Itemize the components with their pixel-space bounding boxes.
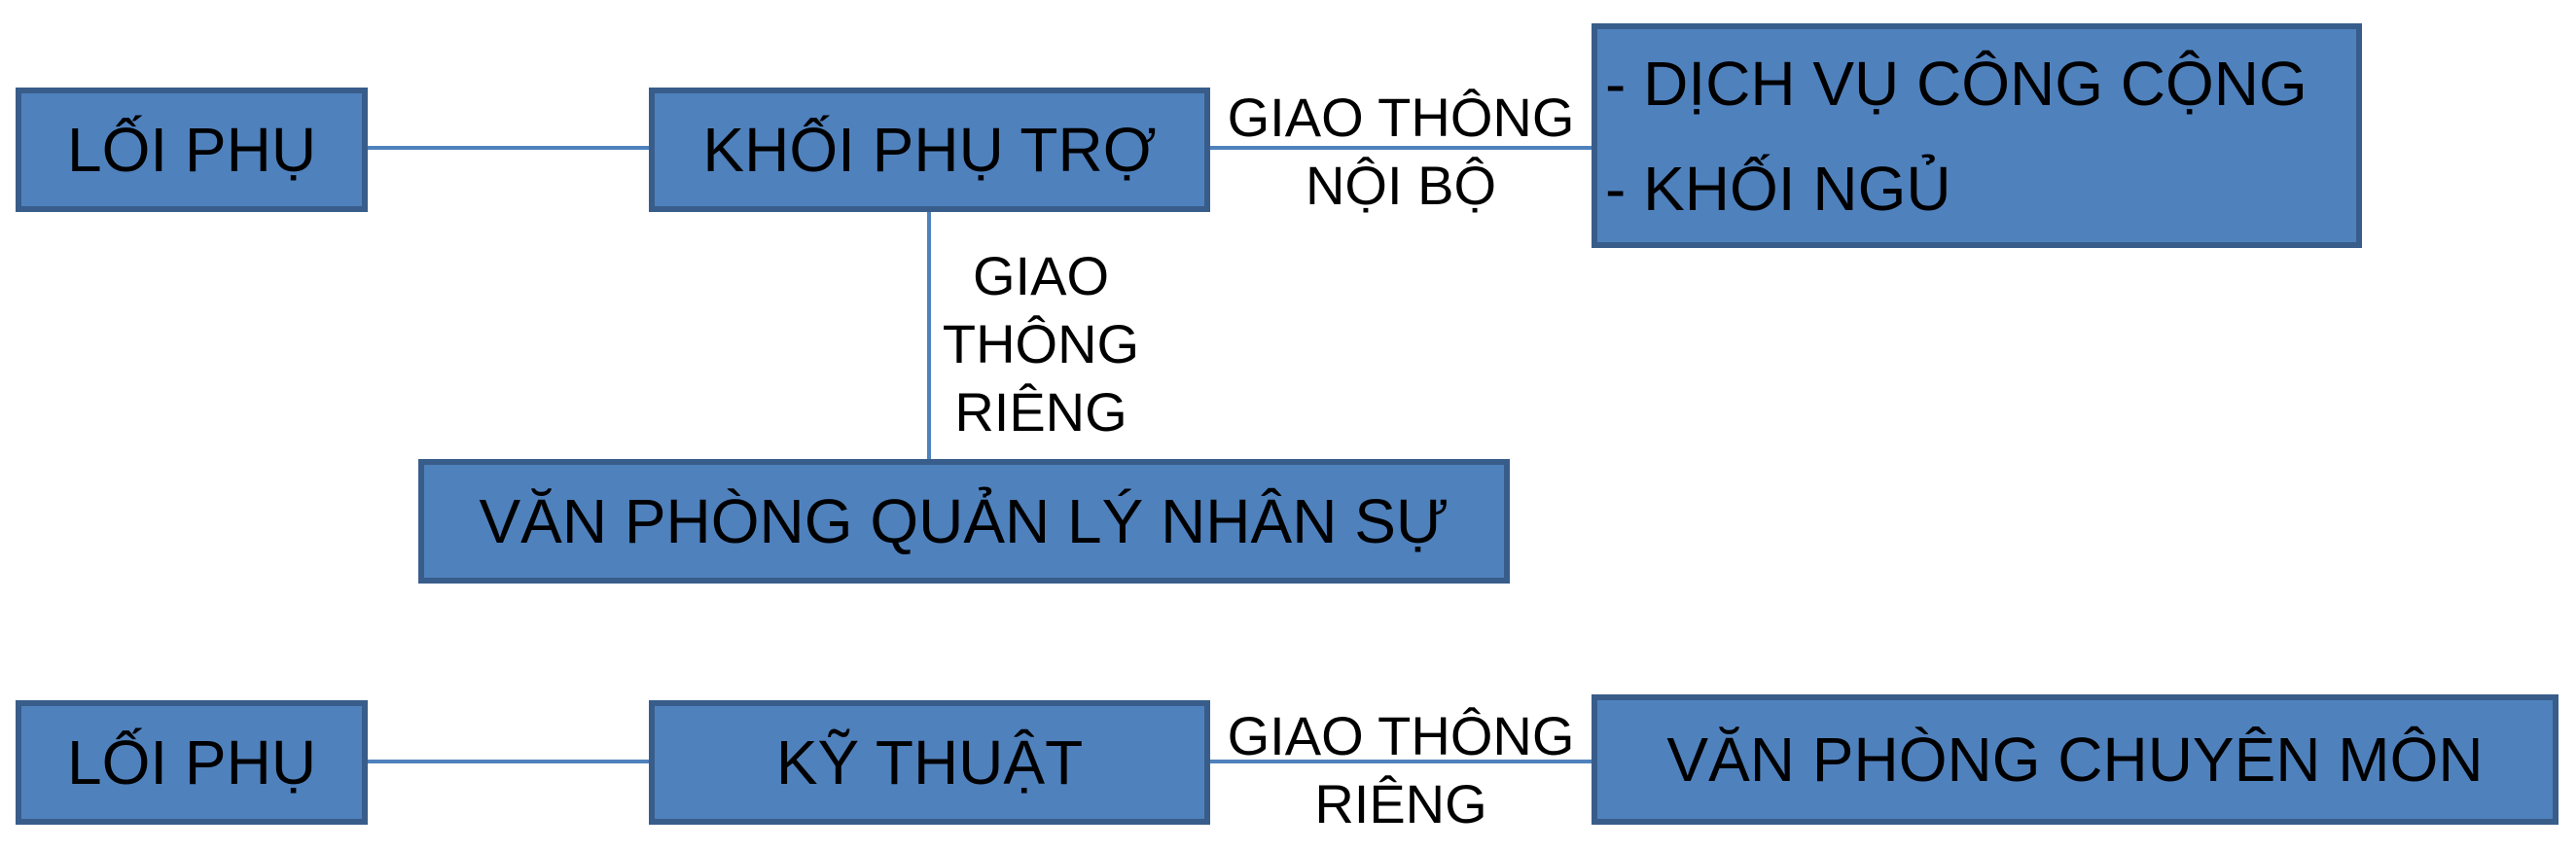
loi-phu-box-bottom: LỐI PHỤ — [16, 700, 368, 825]
private-traffic-label-top: GIAO THÔNG RIÊNG — [914, 242, 1167, 446]
connector-khoi-phu-tro-to-services — [1206, 146, 1595, 150]
loi-phu-label-bottom: LỐI PHỤ — [66, 727, 317, 797]
specialist-office-label: VĂN PHÒNG CHUYÊN MÔN — [1666, 725, 2484, 795]
internal-traffic-label: GIAO THÔNG NỘI BỘ — [1206, 84, 1595, 220]
private-traffic-label-bottom: GIAO THÔNG RIÊNG — [1206, 702, 1595, 838]
private-traffic-bottom-line1: GIAO THÔNG — [1227, 705, 1575, 766]
private-traffic-top-line1: GIAO — [972, 245, 1110, 306]
loi-phu-box-top: LỐI PHỤ — [16, 88, 368, 212]
hr-office-label: VĂN PHÒNG QUẢN LÝ NHÂN SỰ — [479, 486, 1449, 556]
hr-office-box: VĂN PHÒNG QUẢN LÝ NHÂN SỰ — [418, 459, 1510, 584]
ky-thuat-label: KỸ THUẬT — [775, 727, 1084, 797]
connector-ky-thuat-to-specialist-office — [1206, 760, 1595, 763]
private-traffic-bottom-line2: RIÊNG — [1314, 773, 1487, 834]
services-line-public: - DỊCH VỤ CÔNG CỘNG — [1605, 48, 2308, 119]
khoi-phu-tro-box: KHỐI PHỤ TRỢ — [649, 88, 1210, 212]
ky-thuat-box: KỸ THUẬT — [649, 700, 1210, 825]
services-box: - DỊCH VỤ CÔNG CỘNG - KHỐI NGỦ — [1592, 23, 2362, 248]
internal-traffic-line2: NỘI BỘ — [1305, 155, 1497, 216]
khoi-phu-tro-label: KHỐI PHỤ TRỢ — [702, 115, 1157, 185]
internal-traffic-line1: GIAO THÔNG — [1227, 87, 1575, 148]
private-traffic-top-line3: RIÊNG — [954, 381, 1127, 443]
specialist-office-box: VĂN PHÒNG CHUYÊN MÔN — [1592, 694, 2558, 825]
loi-phu-label-top: LỐI PHỤ — [66, 115, 317, 185]
private-traffic-top-line2: THÔNG — [942, 313, 1140, 374]
connector-loi-phu-to-khoi-phu-tro — [364, 146, 653, 150]
services-line-dormitory: - KHỐI NGỦ — [1605, 153, 1951, 224]
connector-loi-phu-to-ky-thuat — [364, 760, 653, 763]
connector-khoi-phu-tro-to-hr-office — [927, 202, 931, 463]
